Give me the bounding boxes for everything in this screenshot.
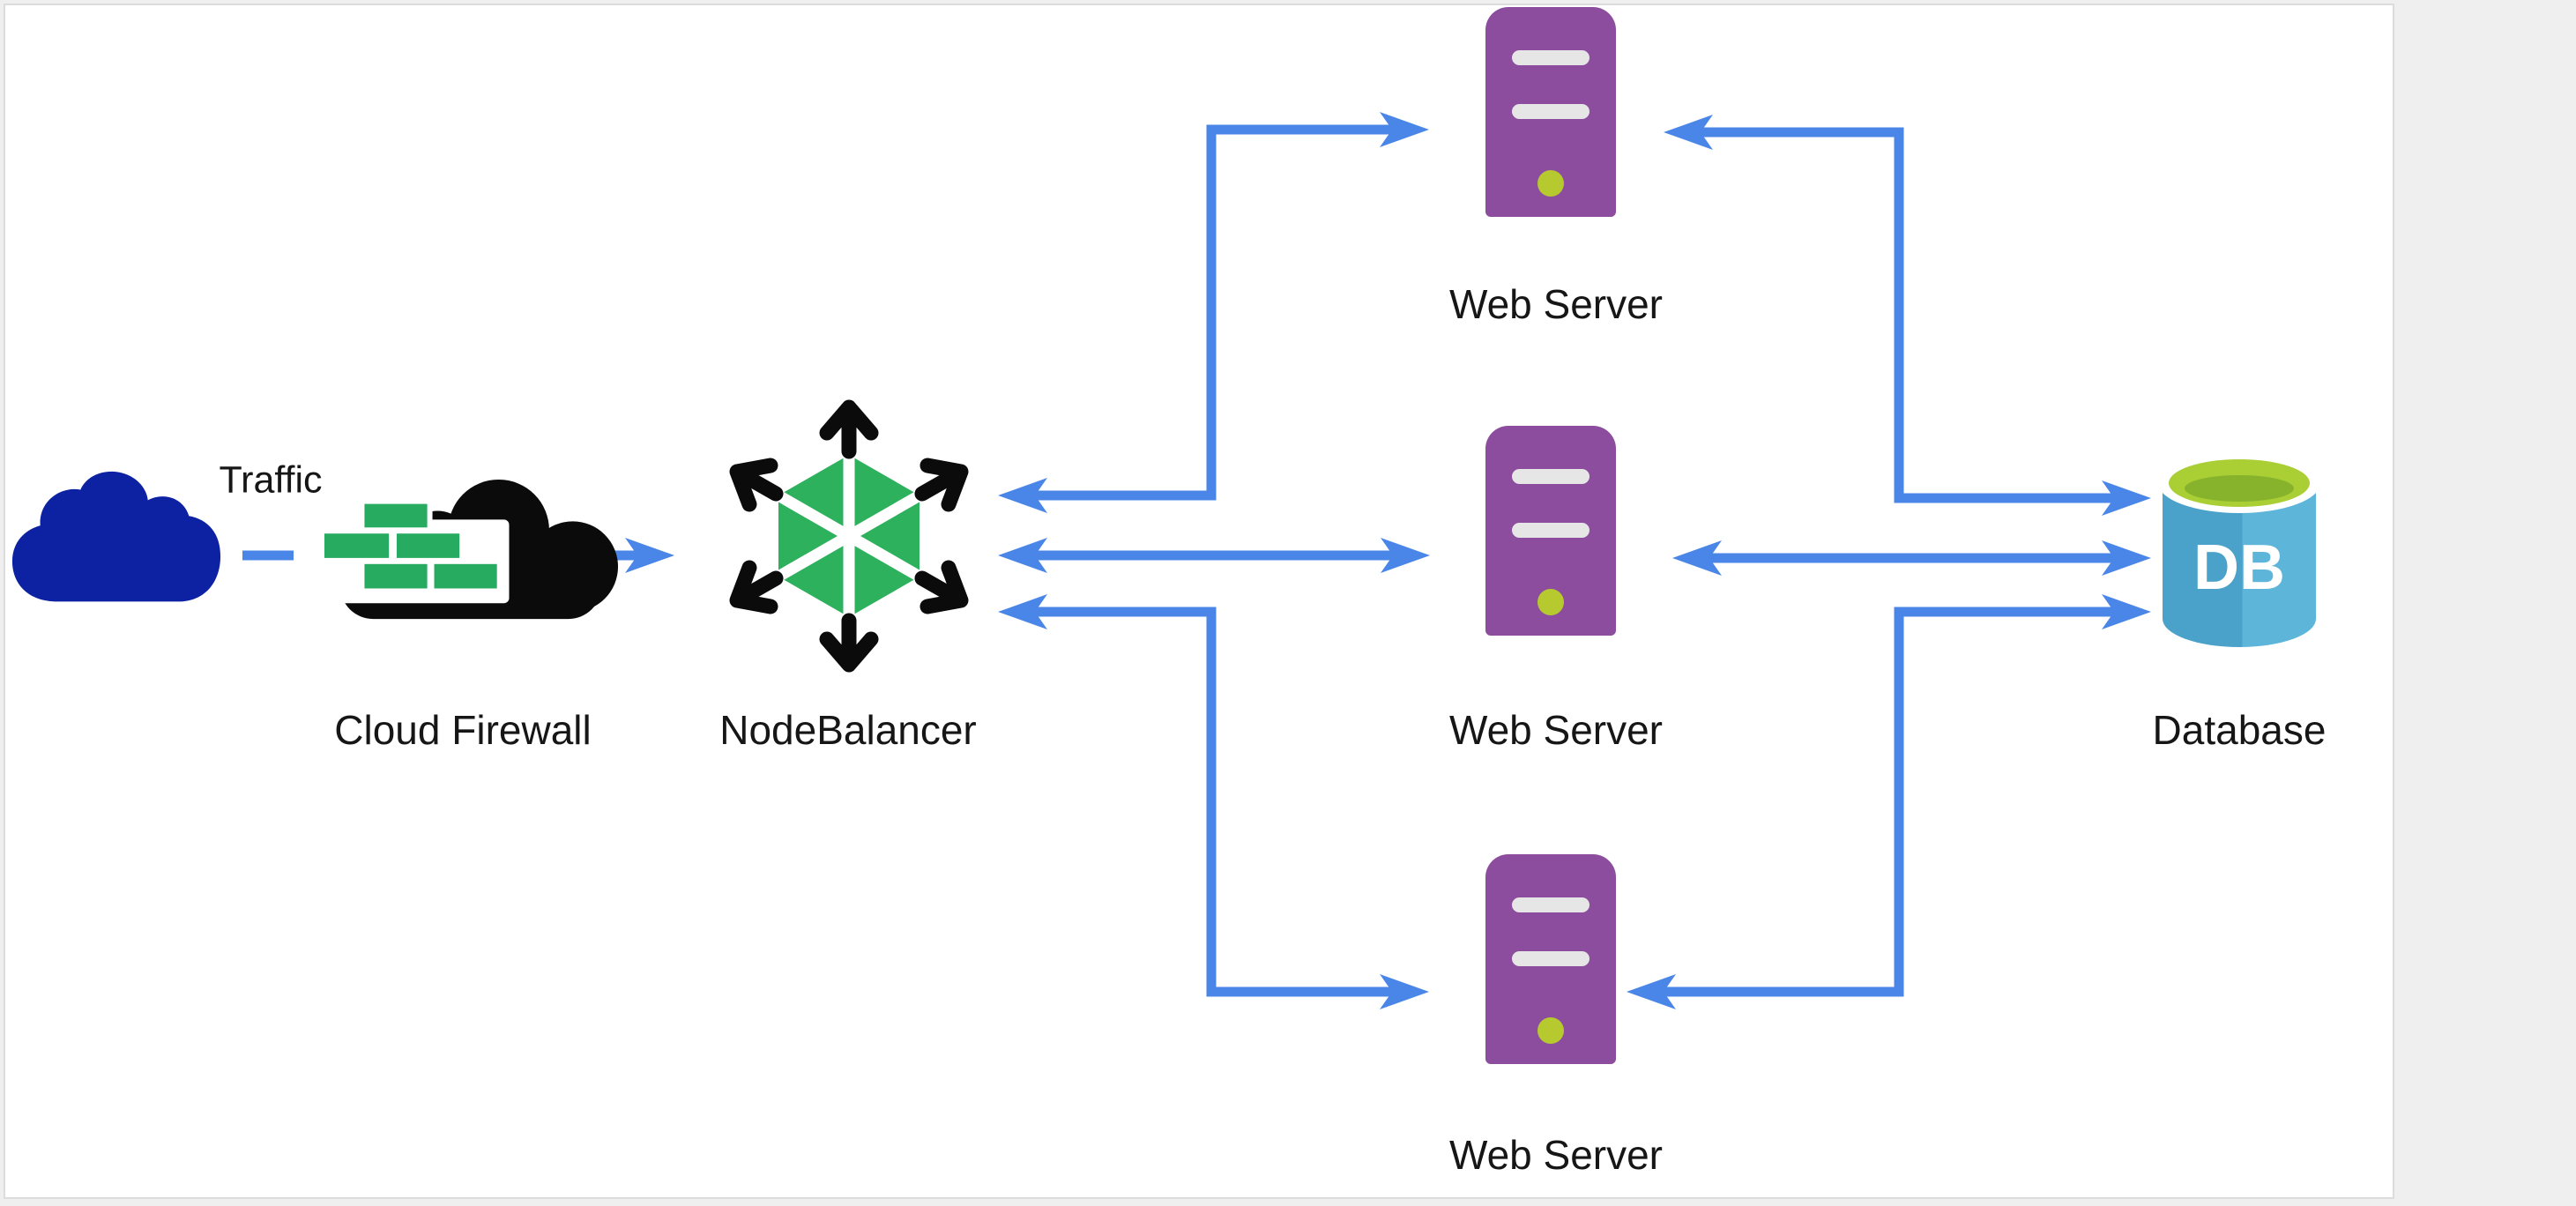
server-slot: [1512, 469, 1590, 484]
web-server-bottom-label: Web Server: [1448, 1132, 1664, 1178]
arrow-nodebalancer-webserver-top: [998, 112, 1429, 513]
nodebalancer-icon: [729, 399, 969, 673]
web-server-top-label: Web Server: [1448, 281, 1664, 327]
server-slot: [1512, 50, 1590, 65]
arrow-nodebalancer-webserver-middle: [998, 538, 1430, 573]
web-server-bottom-icon: [1485, 854, 1616, 1064]
database-icon: DB: [2158, 453, 2320, 647]
traffic-label: Traffic: [219, 458, 323, 502]
cloud-firewall-label: Cloud Firewall: [334, 707, 592, 753]
web-server-top-icon: [1485, 7, 1616, 217]
server-led: [1537, 1017, 1564, 1044]
arrow-nodebalancer-webserver-bottom: [998, 594, 1429, 1009]
traffic-cloud-icon: [11, 471, 221, 602]
arrow-webserver-bottom-database: [1627, 594, 2151, 1009]
server-slot: [1512, 523, 1590, 538]
server-led: [1537, 589, 1564, 615]
nodebalancer-label: NodeBalancer: [719, 707, 977, 753]
server-slot: [1512, 951, 1590, 966]
server-led: [1537, 170, 1564, 197]
arrow-webserver-top-database: [1664, 115, 2151, 516]
server-slot: [1512, 897, 1590, 912]
db-badge-text: DB: [2193, 532, 2285, 603]
server-slot: [1512, 104, 1590, 119]
database-label: Database: [2152, 707, 2327, 753]
web-server-middle-icon: [1485, 426, 1616, 636]
arrow-webserver-middle-database: [1672, 540, 2151, 576]
web-server-middle-label: Web Server: [1448, 707, 1664, 753]
cloud-firewall-icon: [316, 479, 619, 620]
